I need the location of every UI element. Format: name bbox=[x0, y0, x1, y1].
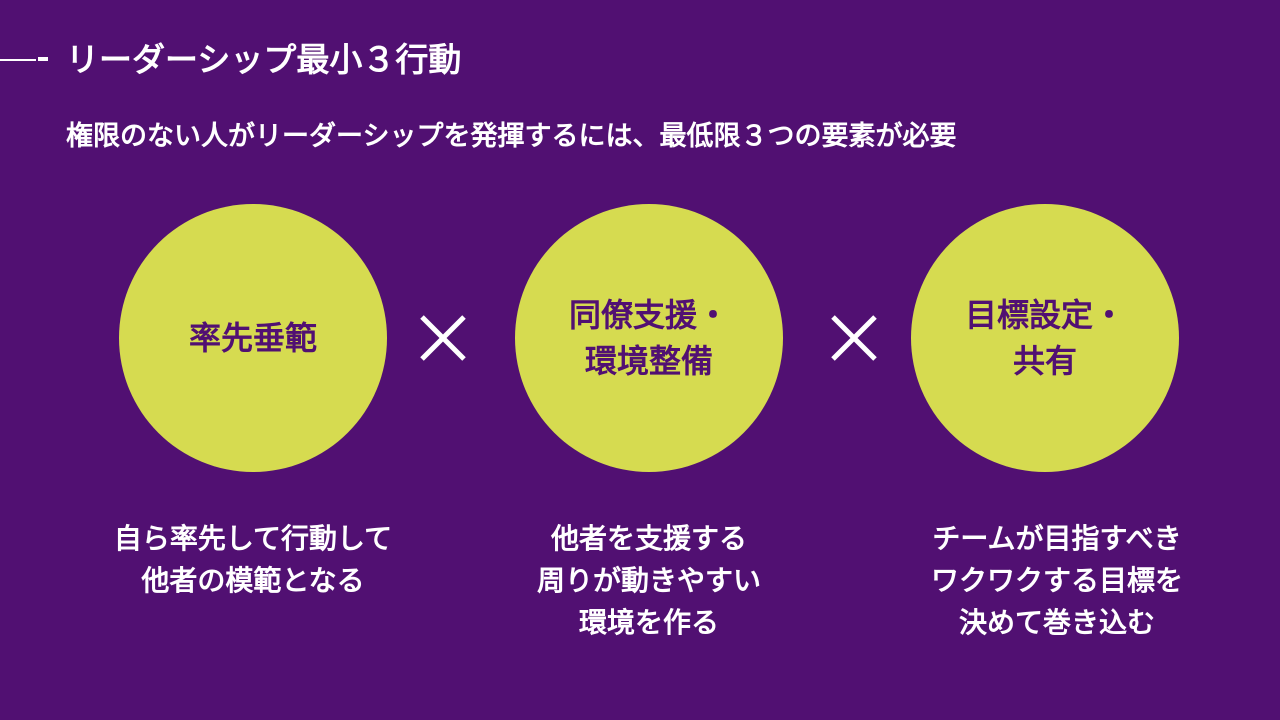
action-circle-goal-setting: 目標設定・ 共有 bbox=[911, 204, 1179, 472]
multiply-icon bbox=[831, 315, 877, 361]
action-description: 自ら率先して行動して 他者の模範となる bbox=[113, 522, 393, 597]
multiply-icon bbox=[420, 315, 466, 361]
slide-title: リーダーシップ最小３行動 bbox=[66, 40, 462, 79]
action-label: 同僚支援・ 環境整備 bbox=[568, 296, 729, 380]
action-circle-peer-support: 同僚支援・ 環境整備 bbox=[515, 204, 783, 472]
action-description: チームが目指すべき ワクワクする目標を 決めて巻き込む bbox=[930, 522, 1183, 639]
title-accent-line bbox=[0, 59, 36, 61]
slide-subtitle: 権限のない人がリーダーシップを発揮するには、最低限３つの要素が必要 bbox=[66, 121, 957, 152]
title-accent-tick bbox=[38, 57, 48, 61]
action-circle-leading-by-example: 率先垂範 bbox=[119, 204, 387, 472]
action-label: 目標設定・ 共有 bbox=[964, 296, 1125, 380]
action-label: 率先垂範 bbox=[188, 319, 317, 357]
action-description: 他者を支援する 周りが動きやすい 環境を作る bbox=[536, 522, 761, 639]
